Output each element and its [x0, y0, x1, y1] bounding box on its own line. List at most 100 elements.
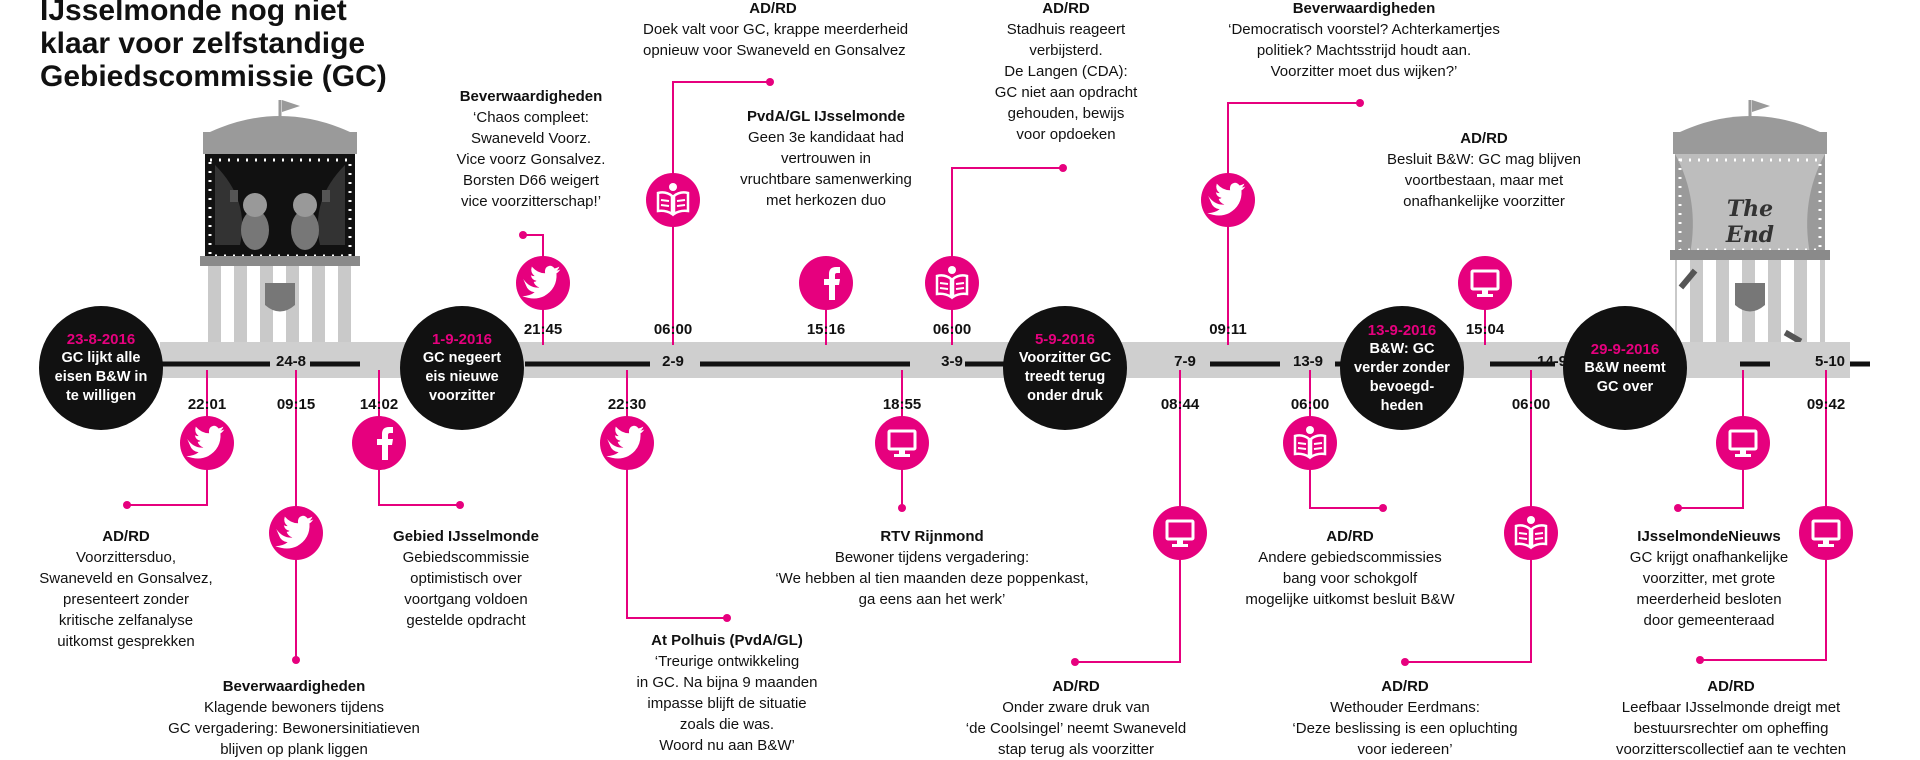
facebook-icon[interactable]	[799, 256, 853, 310]
item-time: 08:44	[1160, 396, 1200, 413]
newspaper-icon-glyph	[1514, 516, 1548, 550]
monitor-icon[interactable]	[1153, 506, 1207, 560]
item-time: 09:42	[1806, 396, 1846, 413]
annotation-line: voor iedereen’	[1357, 741, 1453, 758]
annotation-line: verbijsterd.	[1029, 42, 1103, 59]
annotation: Beverwaardigheden ‘Chaos compleet: Swane…	[401, 86, 661, 212]
the-end-label: The End	[1725, 196, 1775, 248]
annotation-line: Swaneveld en Gonsalvez,	[39, 570, 213, 587]
annotation: RTV Rijnmond Bewoner tijdens vergadering…	[772, 526, 1092, 610]
annotation-line: Vice voorz Gonsalvez.	[456, 151, 606, 168]
event-text: GC over	[1596, 378, 1654, 395]
annotation-source: Gebied IJsselmonde	[393, 528, 539, 545]
annotation: Beverwaardigheden Klagende bewoners tijd…	[164, 676, 424, 760]
title-line: IJsselmonde nog niet	[40, 0, 347, 27]
annotation: PvdA/GL IJsselmonde Geen 3e kandidaat ha…	[696, 106, 956, 211]
annotation-line: ‘Democratisch voorstel? Achterkamertjes	[1228, 21, 1500, 38]
annotation-line: ‘Deze beslissing is een opluchting	[1292, 720, 1518, 737]
twitter-icon-glyph	[186, 425, 225, 459]
annotation-line: ‘We hebben al tien maanden deze poppenka…	[775, 570, 1089, 587]
newspaper-icon-glyph	[935, 266, 969, 300]
event-text: GC negeert	[422, 350, 502, 366]
annotation: AD/RD Besluit B&W: GC mag blijven voortb…	[1354, 128, 1614, 212]
newspaper-icon[interactable]	[646, 173, 700, 227]
monitor-icon[interactable]	[1458, 256, 1512, 310]
twitter-icon-glyph	[606, 425, 645, 459]
event-text: bevoegd-	[1369, 378, 1435, 395]
annotation-line: presenteert zonder	[63, 591, 189, 608]
facebook-icon[interactable]	[352, 416, 406, 470]
annotation-source: AD/RD	[1326, 528, 1374, 545]
annotation: AD/RD Onder zware druk van ‘de Coolsinge…	[946, 676, 1206, 760]
page-title: IJsselmonde nog niet klaar voor zelfstan…	[40, 0, 460, 93]
newspaper-icon[interactable]	[925, 256, 979, 310]
annotation-line: Woord nu aan B&W’	[659, 737, 795, 754]
facebook-icon-glyph	[824, 267, 840, 300]
annotation-line: voorzitterscollectief aan te vechten	[1615, 741, 1847, 758]
event-date: 23-8-2016	[66, 331, 136, 348]
annotation-source: At Polhuis (PvdA/GL)	[651, 632, 803, 649]
annotation-line: Bewoner tijdens vergadering:	[834, 549, 1030, 566]
monitor-icon[interactable]	[875, 416, 929, 470]
twitter-icon[interactable]	[180, 416, 234, 470]
facebook-icon-glyph	[377, 427, 393, 460]
annotation: AD/RD Andere gebiedscommissies bang voor…	[1220, 526, 1480, 610]
event-date: 13-9-2016	[1367, 321, 1437, 339]
event-circle: 1-9-2016 GC negeert eis nieuwe voorzitte…	[400, 306, 524, 430]
annotation-line: ga eens aan het werk’	[858, 591, 1006, 608]
twitter-icon[interactable]	[1201, 173, 1255, 227]
newspaper-icon-glyph	[656, 183, 690, 217]
annotation-line: uitkomst gesprekken	[57, 633, 195, 650]
event-text: Voorzitter GC	[1018, 350, 1112, 366]
newspaper-icon[interactable]	[1504, 506, 1558, 560]
annotation-line: Borsten D66 weigert	[463, 172, 599, 189]
annotation-line: onafhankelijke voorzitter	[1403, 193, 1565, 210]
annotation-line: Geen 3e kandidaat had	[748, 129, 904, 146]
annotation-source: AD/RD	[1707, 678, 1755, 695]
annotation: AD/RD Voorzittersduo, Swaneveld en Gonsa…	[0, 526, 256, 652]
event-text: voorzitter	[428, 388, 496, 404]
annotation-line: Besluit B&W: GC mag blijven	[1387, 151, 1581, 168]
annotation-source: Beverwaardigheden	[459, 88, 603, 105]
annotation-line: optimistisch over	[410, 570, 522, 587]
newspaper-icon[interactable]	[1283, 416, 1337, 470]
item-time: 15:04	[1465, 321, 1505, 338]
event-date: 29-9-2016	[1590, 340, 1660, 358]
annotation-line: met herkozen duo	[765, 192, 887, 209]
twitter-icon[interactable]	[516, 256, 570, 310]
annotation-line: stap terug als voorzitter	[998, 741, 1154, 758]
day-label: 5-10	[1814, 353, 1846, 370]
annotation-line: Wethouder Eerdmans:	[1330, 699, 1480, 716]
item-time: 22:30	[607, 396, 647, 413]
annotation-line: voorzitter, met grote	[1642, 570, 1776, 587]
annotation-line: Onder zware druk van	[1002, 699, 1150, 716]
twitter-icon-glyph	[275, 515, 314, 549]
annotation-line: Doek valt voor GC, krappe meerderheid	[643, 21, 909, 38]
item-time: 14:02	[359, 396, 399, 413]
annotation-line: Gebiedscommissie	[402, 549, 530, 566]
annotation: AD/RD Wethouder Eerdmans: ‘Deze beslissi…	[1275, 676, 1535, 760]
annotation-line: bang voor schokgolf	[1282, 570, 1418, 587]
annotation-line: politiek? Machtsstrijd houdt aan.	[1256, 42, 1472, 59]
event-date: 5-9-2016	[1034, 331, 1096, 348]
day-label: 3-9	[941, 353, 963, 370]
item-time: 06:00	[932, 321, 972, 338]
annotation-line: Voorzittersduo,	[75, 549, 177, 566]
annotation-source: RTV Rijnmond	[880, 528, 984, 545]
event-circle: 29-9-2016 B&W neemt GC over	[1563, 306, 1687, 430]
monitor-icon-glyph	[1811, 519, 1841, 547]
item-time: 06:00	[1290, 396, 1330, 413]
monitor-icon-glyph	[1470, 269, 1500, 297]
twitter-icon[interactable]	[600, 416, 654, 470]
annotation-line: gehouden, bewijs	[1007, 105, 1125, 122]
annotation-line: meerderheid besloten	[1636, 591, 1782, 608]
monitor-icon[interactable]	[1799, 506, 1853, 560]
annotation-line: zoals die was.	[679, 716, 775, 733]
annotation-line: voortbestaan, maar met	[1404, 172, 1564, 189]
annotation-line: voortgang voldoen	[404, 591, 528, 608]
annotation-line: Klagende bewoners tijdens	[203, 699, 385, 716]
twitter-icon[interactable]	[269, 506, 323, 560]
monitor-icon[interactable]	[1716, 416, 1770, 470]
annotation-line: gestelde opdracht	[406, 612, 526, 629]
